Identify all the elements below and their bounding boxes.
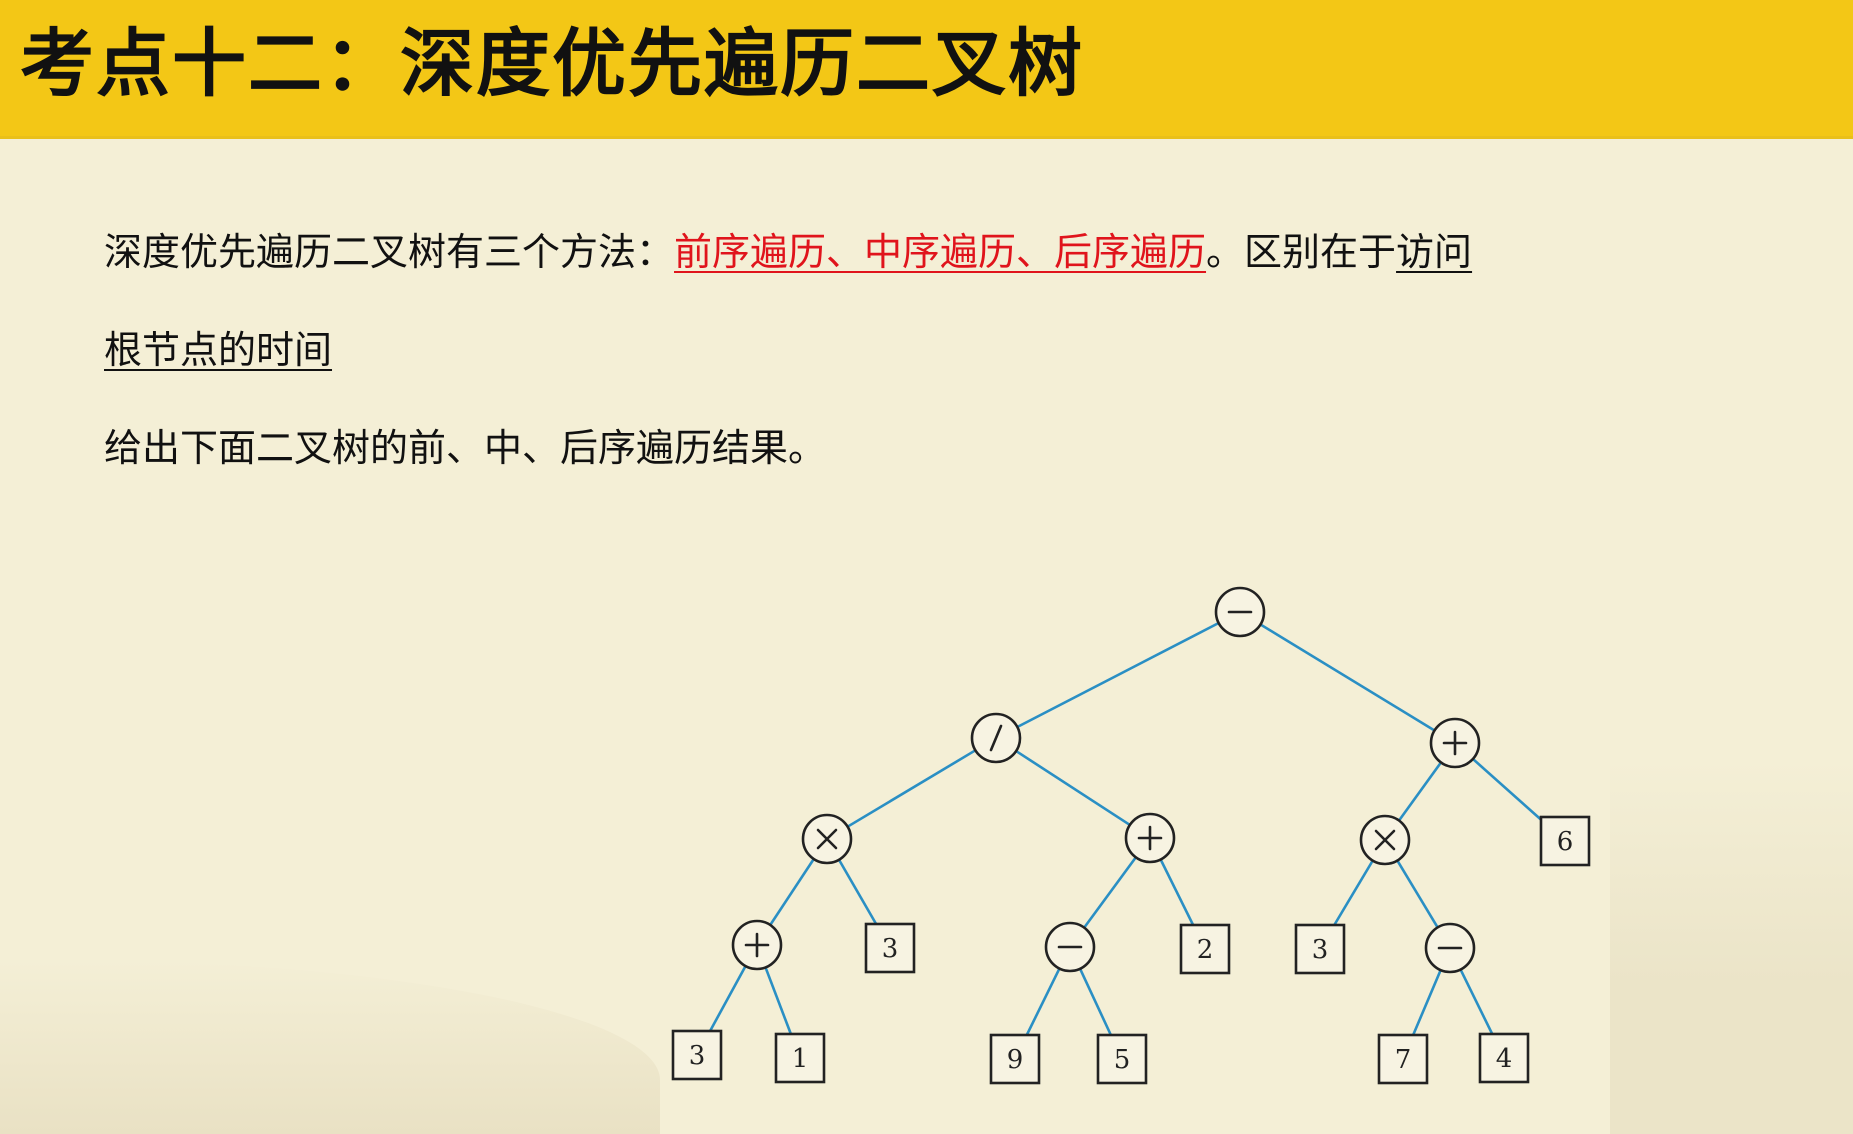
leaf-node: 3 [671, 1029, 723, 1081]
leaf-node: 7 [1377, 1033, 1429, 1085]
operator-node-plus [731, 919, 783, 971]
key-point-part2: 根节点的时间 [104, 328, 333, 372]
tree-edge [1159, 858, 1195, 926]
tree-edge [1411, 969, 1442, 1036]
leaf-node: 1 [774, 1032, 826, 1084]
operator-node-minus [1424, 922, 1476, 974]
tree-edge [769, 858, 815, 926]
plus-icon [1442, 730, 1468, 756]
leaf-value: 2 [1197, 935, 1214, 965]
task-text: 给出下面二叉树的前、中、后序遍历结果。 [104, 426, 827, 470]
leaf-node: 6 [1539, 815, 1591, 867]
intro-lead: 深度优先遍历二叉树有三个方法： [104, 230, 675, 274]
tree-edge [1016, 621, 1220, 729]
operator-node-minus [1044, 921, 1096, 973]
leaf-value: 5 [1114, 1045, 1131, 1075]
tree-edge [1078, 968, 1113, 1036]
plus-icon [744, 932, 770, 958]
tree-edge [1396, 859, 1439, 929]
times-icon [816, 828, 838, 850]
tree-edge [1459, 968, 1494, 1035]
divide-icon [989, 724, 1003, 752]
operator-node-minus [1214, 586, 1266, 638]
operator-node-plus [1429, 717, 1481, 769]
tree-edge [764, 966, 793, 1035]
leaf-value: 6 [1557, 827, 1574, 857]
intro-middle: 。区别在于 [1206, 230, 1397, 274]
intro-line-2: 根节点的时间 [104, 326, 332, 374]
tree-edge [708, 965, 747, 1032]
tree-edge [1397, 761, 1443, 822]
leaf-node: 5 [1096, 1033, 1148, 1085]
tree-edge [1259, 623, 1436, 732]
leaf-node: 3 [1294, 923, 1346, 975]
leaf-value: 1 [792, 1044, 809, 1074]
key-point-part1: 访问 [1396, 230, 1473, 274]
tree-edge [1015, 749, 1131, 827]
tree-edge [837, 859, 878, 925]
tree-edges [708, 621, 1542, 1036]
tree-edge [1472, 757, 1542, 821]
tree-edge [1333, 859, 1374, 926]
plus-icon [1137, 825, 1163, 851]
traversal-methods: 前序遍历、中序遍历、后序遍历 [674, 230, 1207, 274]
title-bar: 考点十二：深度优先遍历二叉树 [0, 0, 1853, 139]
leaf-value: 4 [1496, 1044, 1513, 1074]
leaf-value: 3 [882, 934, 899, 964]
tree-edge [846, 749, 977, 828]
leaf-node: 3 [864, 922, 916, 974]
tree-edge [1083, 856, 1137, 929]
background-wave-left [0, 960, 660, 1134]
operator-node-divide [970, 712, 1022, 764]
leaf-value: 3 [1312, 935, 1329, 965]
intro-line-1: 深度优先遍历二叉树有三个方法：前序遍历、中序遍历、后序遍历。区别在于访问 [104, 228, 1472, 276]
slide-title: 考点十二：深度优先遍历二叉树 [20, 21, 1084, 107]
background-wave-right [1610, 760, 1853, 1134]
operator-node-plus [1124, 812, 1176, 864]
operator-node-times [1359, 814, 1411, 866]
leaf-value: 9 [1007, 1045, 1024, 1075]
times-icon [1374, 829, 1396, 851]
leaf-node: 4 [1478, 1032, 1530, 1084]
leaf-node: 2 [1179, 923, 1231, 975]
leaf-node: 9 [989, 1033, 1041, 1085]
leaf-value: 3 [689, 1041, 706, 1071]
leaf-value: 7 [1395, 1045, 1412, 1075]
tree-edge [1025, 967, 1061, 1036]
operator-node-times [801, 813, 853, 865]
